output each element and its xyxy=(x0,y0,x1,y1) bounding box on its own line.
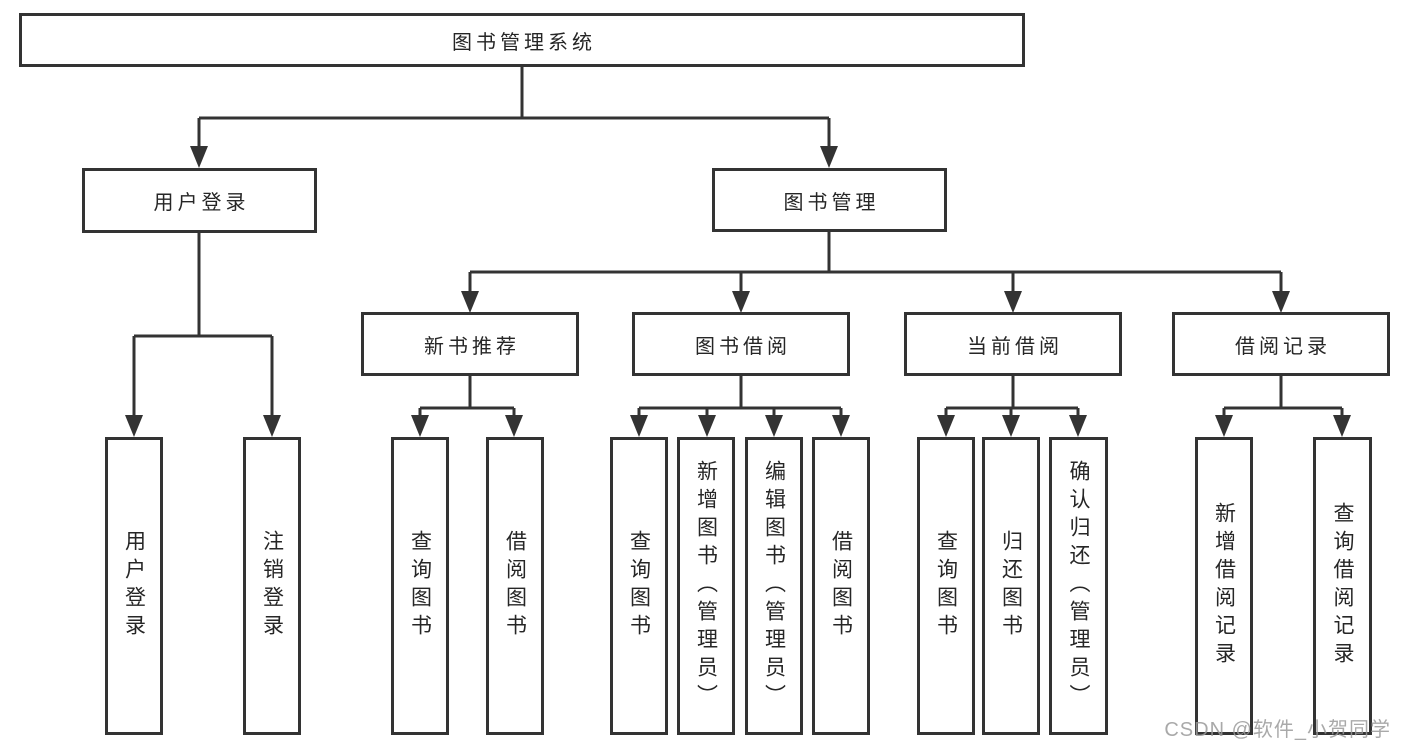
node-book-borrow: 图书借阅 xyxy=(632,312,850,376)
connector-root-to-level2 xyxy=(190,67,838,168)
leaf-user-login: 用户登录 xyxy=(105,437,163,735)
leaf-query-books-recommend: 查询图书 xyxy=(391,437,449,735)
node-user-login: 用户登录 xyxy=(82,168,317,233)
node-borrow-records: 借阅记录 xyxy=(1172,312,1390,376)
node-root: 图书管理系统 xyxy=(19,13,1025,67)
connector-current-borrow-children xyxy=(937,376,1087,437)
leaf-logout: 注销登录 xyxy=(243,437,301,735)
leaf-add-borrow-record: 新增借阅记录 xyxy=(1195,437,1253,735)
connector-borrow-records-children xyxy=(1215,376,1351,437)
leaf-borrow-books: 借阅图书 xyxy=(812,437,870,735)
leaf-confirm-return-admin: 确认归还（管理员） xyxy=(1049,437,1108,735)
node-current-borrow: 当前借阅 xyxy=(904,312,1122,376)
leaf-borrow-books-recommend: 借阅图书 xyxy=(486,437,544,735)
node-new-book-recommend: 新书推荐 xyxy=(361,312,579,376)
leaf-query-books-current: 查询图书 xyxy=(917,437,975,735)
connector-user-login-children xyxy=(125,233,281,437)
node-book-management: 图书管理 xyxy=(712,168,947,232)
connector-new-book-children xyxy=(411,376,523,437)
leaf-edit-books-admin: 编辑图书（管理员） xyxy=(745,437,803,735)
leaf-return-books: 归还图书 xyxy=(982,437,1040,735)
leaf-query-borrow-record: 查询借阅记录 xyxy=(1313,437,1372,735)
connector-book-borrow-children xyxy=(630,376,850,437)
leaf-add-books-admin: 新增图书（管理员） xyxy=(677,437,735,735)
leaf-query-books-borrow: 查询图书 xyxy=(610,437,668,735)
watermark: CSDN @软件_小贺同学 xyxy=(1164,719,1391,741)
connector-book-management-children xyxy=(461,232,1290,313)
